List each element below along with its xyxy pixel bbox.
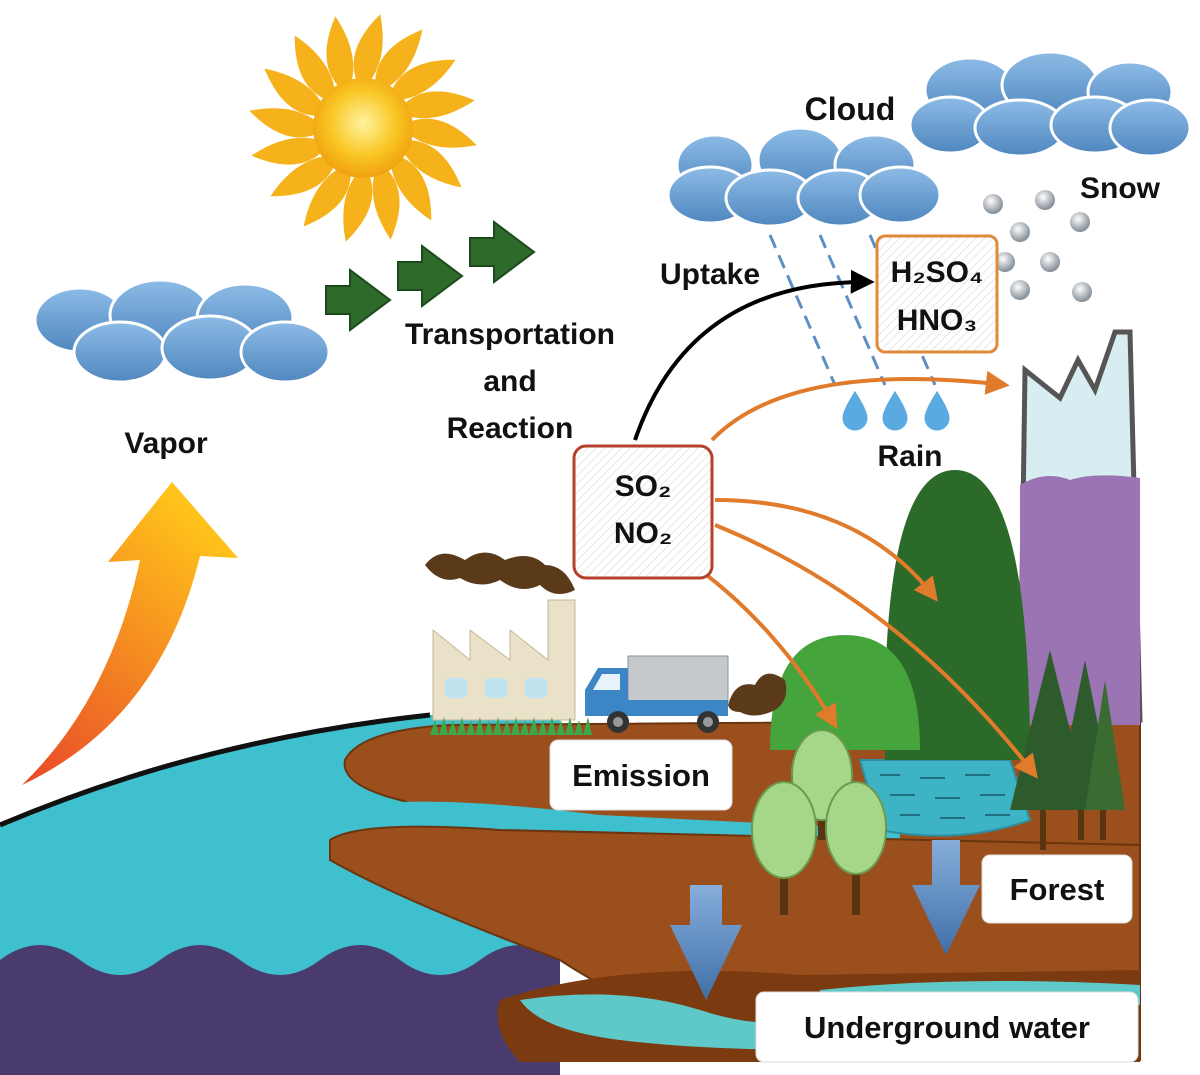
sun-ray [402,140,462,188]
sun-ray [251,137,324,165]
smoke [425,552,575,594]
underground-label-bg [755,991,1139,1063]
forest-label-bg [981,854,1133,924]
uptake-label: Uptake [660,258,760,291]
transport-label-3: Reaction [447,412,574,445]
rain-drop-icon [841,389,951,432]
sun-ray [402,91,475,119]
sun-ray [270,155,336,197]
sun-ray [353,14,383,84]
vapor-label: Vapor [124,427,208,460]
cloud-icon [908,50,1192,158]
cloud-label: Cloud [805,91,896,127]
sun-icon [249,14,477,242]
transport-label-2: and [483,365,536,398]
truck-icon [585,655,787,733]
sun-ray [264,68,324,116]
snowflake-icon [983,190,1092,302]
uptake-arrow [633,269,875,441]
gas-label-2: NO₂ [614,517,672,550]
acid-label-1: H₂SO₄ [891,256,984,289]
sun-ray [294,35,336,101]
snow-label: Snow [1080,172,1161,205]
sun-ray [343,172,373,242]
sun-ray [375,29,423,89]
gas-label-1: SO₂ [615,470,672,503]
tree-icon [751,729,887,915]
sun-ray [390,59,456,101]
emission-label-bg [549,739,733,811]
sun-ray [390,155,432,221]
small-hill [770,635,920,750]
forest-label: Forest [1010,872,1105,907]
cloud-icon [666,126,942,228]
tall-hill [884,470,1030,760]
rain-label: Rain [877,440,942,473]
down-arrow-icon [670,840,980,1000]
transport-label-1: Transportation [405,318,615,351]
underground-water-label: Underground water [804,1010,1090,1045]
transport-arrows [325,220,536,332]
pollution-arrows [698,370,1038,779]
sun-ray [303,167,351,227]
gas-box [572,444,714,580]
sun-ray [407,118,477,148]
mountain-icon [1017,329,1143,725]
lake [858,759,1032,837]
vapor-arrow [22,482,238,785]
acid-label-2: HNO₃ [897,304,978,337]
sun-ray [372,167,400,240]
factory-icon [430,599,592,735]
emission-label: Emission [572,758,710,793]
sun-ray [249,108,319,138]
acid-box [875,234,999,354]
sun-ray [326,16,354,89]
cloud-icon [33,278,331,384]
